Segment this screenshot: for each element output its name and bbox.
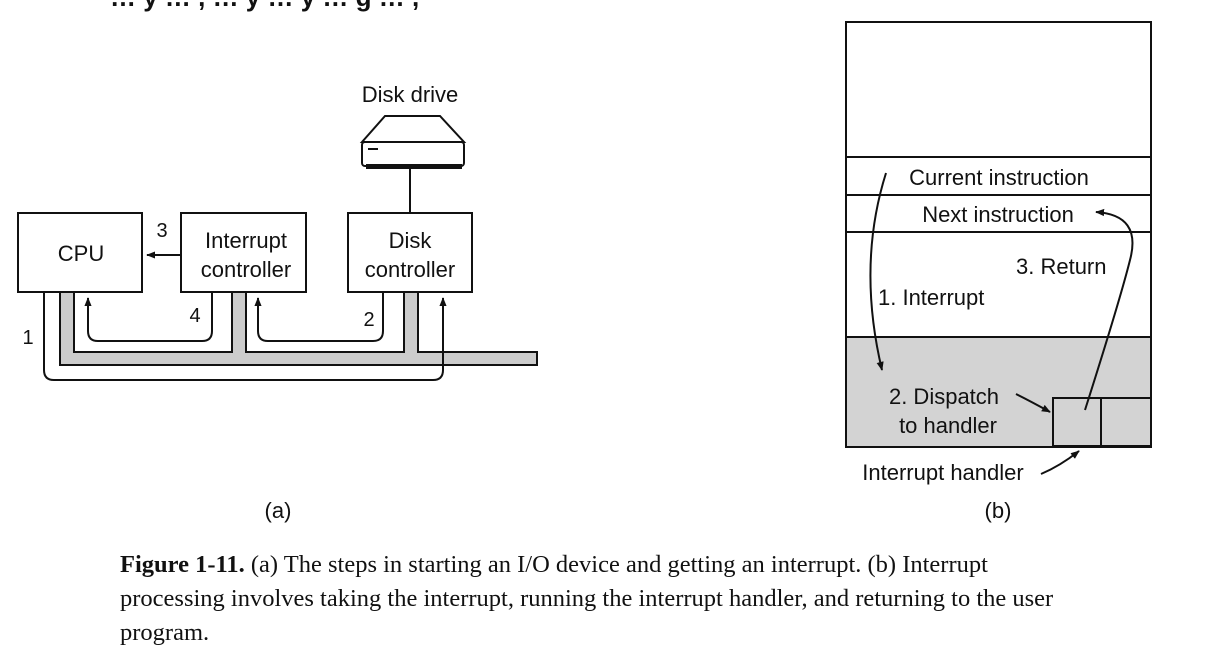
panel-b-label: (b) bbox=[985, 498, 1012, 523]
return-arrow bbox=[1084, 208, 1134, 411]
step-1-arrow bbox=[43, 292, 447, 381]
disk-controller-label-line2: controller bbox=[365, 257, 455, 282]
system-bus bbox=[59, 291, 538, 366]
panel-b: Current instruction Next instruction 1. … bbox=[845, 21, 1152, 523]
step-2-label: 2 bbox=[363, 309, 374, 331]
interrupt-controller-box bbox=[180, 212, 307, 293]
disk-drive-icon bbox=[359, 115, 467, 213]
disk-drive-label: Disk drive bbox=[362, 82, 459, 107]
cpu-label: CPU bbox=[58, 241, 104, 266]
interrupt-controller-label-line2: controller bbox=[201, 257, 291, 282]
dispatch-label-line2: to handler bbox=[899, 413, 997, 438]
interrupt-handler-pointer bbox=[1040, 450, 1080, 475]
caption-text: (a) The steps in starting an I/O device … bbox=[120, 551, 1054, 646]
interrupt-arrow bbox=[869, 172, 887, 371]
caption-label: Figure 1-11. bbox=[120, 551, 245, 578]
next-instruction-label: Next instruction bbox=[922, 202, 1074, 227]
step-3-label: 3 bbox=[156, 220, 167, 242]
cpu-box bbox=[17, 212, 143, 293]
interrupt-handler-label: Interrupt handler bbox=[862, 460, 1023, 485]
panel-a-label: (a) bbox=[265, 498, 292, 523]
header-fragment: … y … , … y … y … g … , bbox=[110, 0, 419, 12]
step-4-arrow bbox=[84, 292, 213, 342]
step-2-arrow bbox=[254, 292, 384, 342]
disk-controller-label-line1: Disk bbox=[389, 228, 433, 253]
header-text-fragment: … y … , … y … y … g … , bbox=[110, 0, 419, 12]
panel-a: Disk drive CPU Interrupt controller Disk… bbox=[17, 82, 538, 523]
step-4-label: 4 bbox=[189, 305, 200, 327]
return-step-label: 3. Return bbox=[1016, 254, 1107, 279]
dispatch-label-line1: 2. Dispatch bbox=[889, 384, 999, 409]
disk-controller-box bbox=[347, 212, 473, 293]
dispatch-arrow bbox=[1015, 393, 1051, 413]
figure-caption: Figure 1-11. (a) The steps in starting a… bbox=[120, 548, 1080, 650]
interrupt-controller-label-line1: Interrupt bbox=[205, 228, 287, 253]
interrupt-step-label: 1. Interrupt bbox=[878, 285, 984, 310]
current-instruction-label: Current instruction bbox=[909, 165, 1089, 190]
step-1-label: 1 bbox=[22, 327, 33, 349]
